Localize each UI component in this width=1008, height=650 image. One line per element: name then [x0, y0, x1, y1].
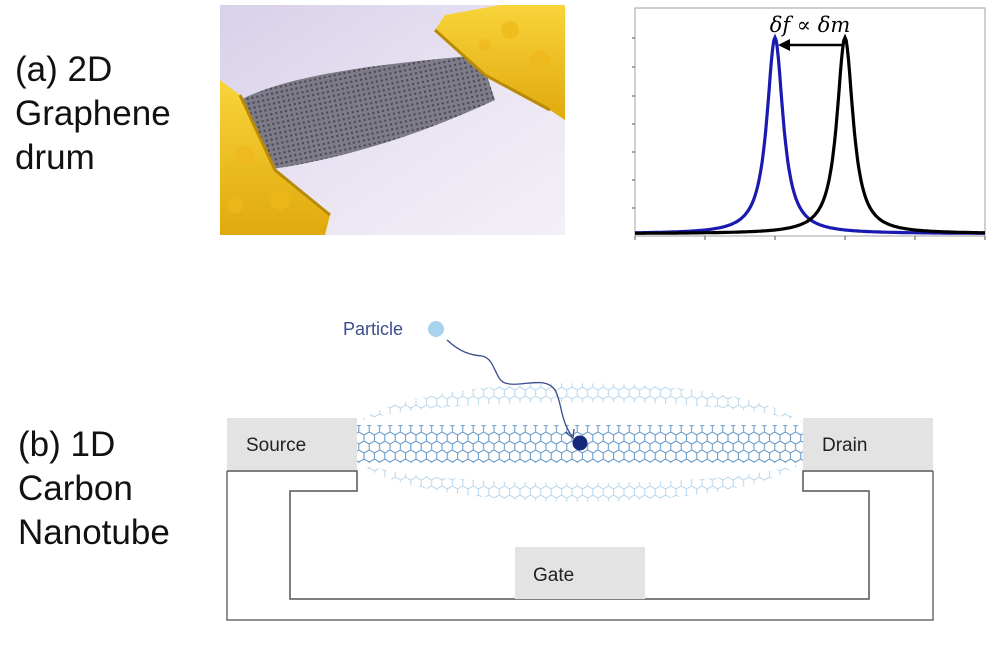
panel-a-label: (a) 2D Graphene drum: [15, 48, 171, 180]
gold-electrode-right: [435, 5, 565, 120]
gate-electrode: [515, 547, 645, 599]
panel-b-label-line-3: Nanotube: [18, 513, 170, 552]
graphene-sheet: [240, 55, 495, 170]
x-axis-ticks: [634, 236, 986, 240]
resonance-frequency-chart: δf ∝ δm: [632, 7, 986, 240]
gate-label: Gate: [533, 565, 574, 586]
y-axis-ticks: [632, 37, 635, 209]
panel-b-label: (b) 1D Carbon Nanotube: [18, 423, 170, 555]
panel-a-label-line-1: (a) 2D: [15, 50, 113, 89]
source-label: Source: [246, 435, 306, 456]
original-resonance-curve: [635, 33, 986, 235]
chart-frame: [634, 7, 986, 237]
drain-label: Drain: [822, 435, 867, 456]
panel-a-label-line-3: drum: [15, 138, 95, 177]
panel-b-label-line-2: Carbon: [18, 469, 133, 508]
circuit-outer-frame: [226, 471, 934, 621]
carbon-nanotube-device-diagram: Source Drain Gate Particle: [226, 319, 934, 621]
adsorbed-particle-icon: [572, 435, 588, 451]
graphene-drum-image: [220, 5, 565, 235]
mass-shift-annotation: δf ∝ δm: [770, 13, 851, 37]
particle-icon: [428, 321, 444, 337]
nanotube-vibration-envelope-bottom: [357, 462, 803, 502]
gold-electrode-left: [220, 80, 330, 235]
panel-a-label-line-2: Graphene: [15, 94, 171, 133]
drain-electrode: [803, 418, 933, 470]
particle-label: Particle: [343, 319, 403, 339]
panel-b-label-line-1: (b) 1D: [18, 425, 116, 464]
nanotube-vibration-envelope-top: [357, 383, 803, 423]
source-electrode: [227, 418, 357, 470]
particle-trajectory-arrow: [446, 339, 573, 437]
frequency-shift-arrow-icon: [778, 39, 842, 51]
